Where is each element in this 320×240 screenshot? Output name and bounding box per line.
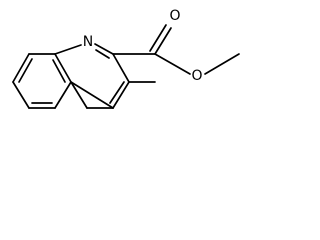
bond-c8a-n1 bbox=[54, 44, 82, 55]
double-bond-inner-c8-c7 bbox=[18, 58, 33, 83]
ester-group bbox=[112, 24, 240, 75]
bond-carbonyl-double-2 bbox=[149, 24, 167, 52]
bond-c2-c3 bbox=[112, 53, 130, 83]
bond-c3-c4 bbox=[112, 81, 130, 109]
bond-n1-c2 bbox=[94, 43, 114, 55]
bond-c4-c4a bbox=[70, 81, 114, 109]
benzene-ring bbox=[12, 53, 72, 109]
bond-carbonyl-double-1 bbox=[154, 27, 172, 55]
double-bond-inner-c4a-c8a bbox=[52, 59, 66, 83]
bond-carbonyl-c-ester-o bbox=[154, 53, 191, 75]
bond-c8-c7 bbox=[12, 53, 30, 83]
bond-c7-c6 bbox=[12, 81, 30, 109]
ester-oxygen-label: O bbox=[191, 68, 202, 84]
bond-c4a-c8a bbox=[54, 53, 72, 83]
carbonyl-oxygen-label: O bbox=[169, 8, 180, 24]
ring-nitrogen-label: N bbox=[83, 34, 93, 50]
double-bond-inner-c3-c4 bbox=[109, 81, 125, 104]
bond-c4-c4a-lower bbox=[70, 81, 88, 109]
quinoline-ester-structure: N O O bbox=[12, 8, 240, 109]
bond-ester-o-methyl bbox=[204, 53, 240, 75]
bond-c5-c4a bbox=[54, 81, 72, 109]
pyridine-ring bbox=[54, 43, 130, 109]
double-bond-inner-n1-c2 bbox=[95, 49, 110, 59]
